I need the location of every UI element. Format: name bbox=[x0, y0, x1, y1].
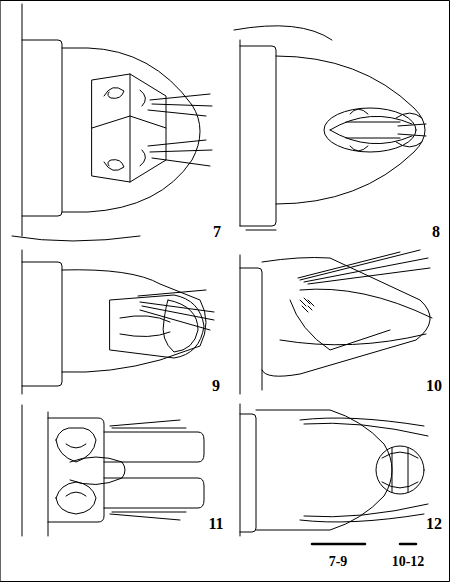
figure-number: 10 bbox=[426, 378, 442, 394]
panel-12-drawing bbox=[240, 404, 428, 536]
figure-number: 7 bbox=[213, 224, 221, 240]
figure-number: 11 bbox=[208, 516, 223, 532]
panel-10-drawing bbox=[240, 250, 432, 394]
scale-bar bbox=[400, 543, 416, 546]
figure-number: 12 bbox=[426, 516, 442, 532]
panel-11-drawing bbox=[22, 405, 204, 536]
scale-bar bbox=[312, 543, 365, 546]
panel-8-drawing bbox=[234, 26, 426, 230]
figure-number: 9 bbox=[212, 378, 220, 394]
figure-number: 8 bbox=[432, 224, 440, 240]
panel-9-drawing bbox=[22, 250, 214, 394]
scale-label: 10-12 bbox=[392, 555, 425, 569]
scale-label: 7-9 bbox=[329, 555, 348, 569]
panel-7-drawing bbox=[12, 4, 212, 241]
